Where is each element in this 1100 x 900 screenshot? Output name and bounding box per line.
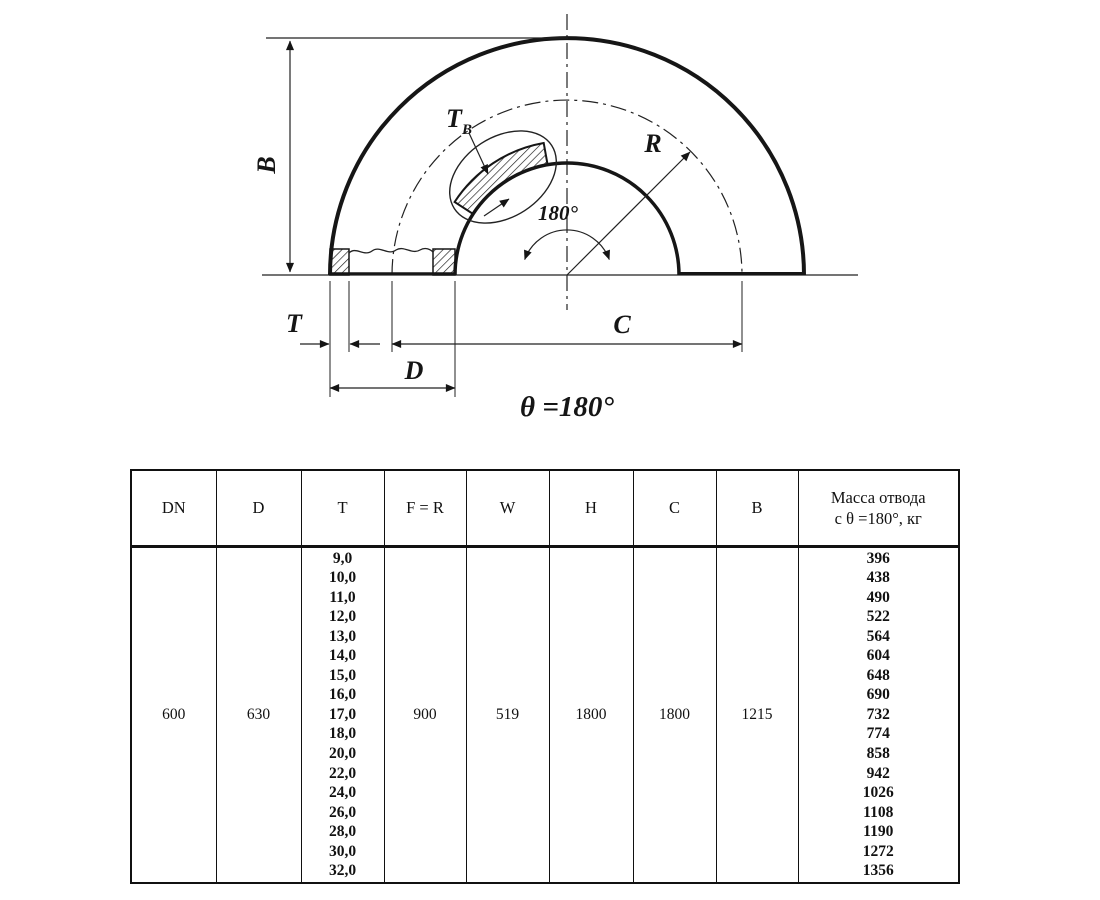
cell-d: 630 bbox=[215, 545, 302, 884]
detail-balloon-ellipse bbox=[449, 130, 557, 224]
r-label: R bbox=[643, 129, 661, 158]
r-radius-line bbox=[566, 151, 691, 276]
col-header-b: B bbox=[715, 469, 799, 548]
col-header-mass: Масса отвода с θ =180°, кг bbox=[797, 469, 960, 548]
left-wall-section-outer bbox=[329, 248, 350, 276]
tb-leader-arrow bbox=[468, 132, 489, 175]
angle-arc bbox=[524, 229, 610, 261]
dimension-table-wrap: DN D T F = R W H C B Масса отвода с θ =1… bbox=[130, 469, 960, 884]
inner-arc bbox=[453, 161, 681, 276]
left-wall-section-inner bbox=[432, 248, 456, 276]
col-header-d: D bbox=[215, 469, 302, 548]
pipe-centerline-arc bbox=[391, 99, 743, 276]
col-header-w: W bbox=[465, 469, 550, 548]
tb-second-arrow bbox=[483, 198, 510, 217]
col-header-h: H bbox=[548, 469, 634, 548]
col-header-dn: DN bbox=[130, 469, 217, 548]
d-dimension-label: D bbox=[404, 356, 424, 385]
col-header-f-r: F = R bbox=[383, 469, 467, 548]
tb-subscript-label: В bbox=[461, 122, 472, 138]
break-wavy-line bbox=[348, 247, 434, 254]
elbow-drawing-svg: T В B R 180° T C D θ =180° bbox=[252, 14, 858, 423]
table-row: 600 630 9,0 10,0 11,0 12,0 13,0 14,0 15,… bbox=[130, 545, 960, 884]
wall-thickness-crescent bbox=[453, 141, 549, 216]
cell-dn: 600 bbox=[130, 545, 217, 884]
dimension-table: DN D T F = R W H C B Масса отвода с θ =1… bbox=[130, 469, 960, 884]
c-dimension-label: C bbox=[613, 310, 631, 339]
b-dimension-label: B bbox=[252, 156, 281, 174]
table-header-row: DN D T F = R W H C B Масса отвода с θ =1… bbox=[130, 469, 960, 548]
cell-w: 519 bbox=[465, 545, 550, 884]
theta-caption: θ =180° bbox=[520, 391, 614, 423]
cell-f-r: 900 bbox=[383, 545, 467, 884]
col-header-c: C bbox=[632, 469, 717, 548]
cell-b: 1215 bbox=[715, 545, 799, 884]
cell-mass-values: 396 438 490 522 564 604 648 690 732 774 … bbox=[797, 545, 960, 884]
cell-t-values: 9,0 10,0 11,0 12,0 13,0 14,0 15,0 16,0 1… bbox=[300, 545, 385, 884]
cell-c: 1800 bbox=[632, 545, 717, 884]
elbow-180-drawing: T В B R 180° T C D θ =180° bbox=[252, 14, 858, 423]
tb-label: T bbox=[446, 104, 463, 133]
col-header-t: T bbox=[300, 469, 385, 548]
angle-180-label: 180° bbox=[538, 201, 579, 225]
t-dimension-label: T bbox=[286, 309, 303, 338]
cell-h: 1800 bbox=[548, 545, 634, 884]
